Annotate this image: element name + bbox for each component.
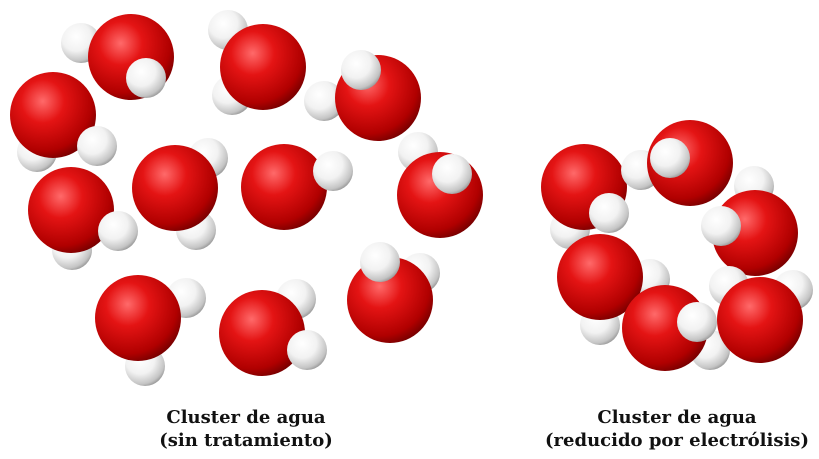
oxygen-atom [717,277,803,363]
water-molecule [541,144,629,249]
water-molecule [10,72,117,172]
hydrogen-atom [650,138,690,178]
oxygen-atom [241,144,327,230]
water-molecule [347,242,440,343]
cluster-untreated [10,10,483,386]
water-molecule [241,144,353,230]
hydrogen-atom [313,151,353,191]
hydrogen-atom [701,206,741,246]
water-molecule [61,14,174,100]
water-molecule [95,275,206,386]
hydrogen-atom [341,50,381,90]
oxygen-atom [10,72,96,158]
water-molecule [304,50,421,141]
oxygen-atom [557,234,643,320]
caption-untreated-subtitle: (sin tratamiento) [159,430,333,451]
hydrogen-atom [126,58,166,98]
water-molecule [397,132,483,238]
caption-electrolysis-title: Cluster de agua [597,407,757,428]
water-molecule [557,234,670,345]
oxygen-atom [220,24,306,110]
hydrogen-atom [287,330,327,370]
caption-electrolysis-subtitle: (reducido por electrólisis) [545,430,809,451]
water-molecule [621,120,733,206]
oxygen-atom [132,145,218,231]
hydrogen-atom [677,302,717,342]
hydrogen-atom [432,154,472,194]
water-molecule [208,10,306,115]
water-molecule [219,279,327,376]
water-molecule [701,166,798,276]
oxygen-atom [347,257,433,343]
water-molecule [28,167,138,270]
caption-untreated-title: Cluster de agua [166,407,326,428]
caption-electrolysis: Cluster de agua (reducido por electrólis… [535,406,819,452]
hydrogen-atom [304,81,344,121]
hydrogen-atom [77,126,117,166]
caption-untreated: Cluster de agua (sin tratamiento) [96,406,396,452]
water-molecule [132,138,228,250]
oxygen-atom [95,275,181,361]
oxygen-atom [219,290,305,376]
oxygen-atom [28,167,114,253]
water-molecule [709,266,813,363]
hydrogen-atom [589,193,629,233]
water-molecule [622,285,730,371]
hydrogen-atom [98,211,138,251]
hydrogen-atom [360,242,400,282]
cluster-electrolysis [541,120,813,371]
